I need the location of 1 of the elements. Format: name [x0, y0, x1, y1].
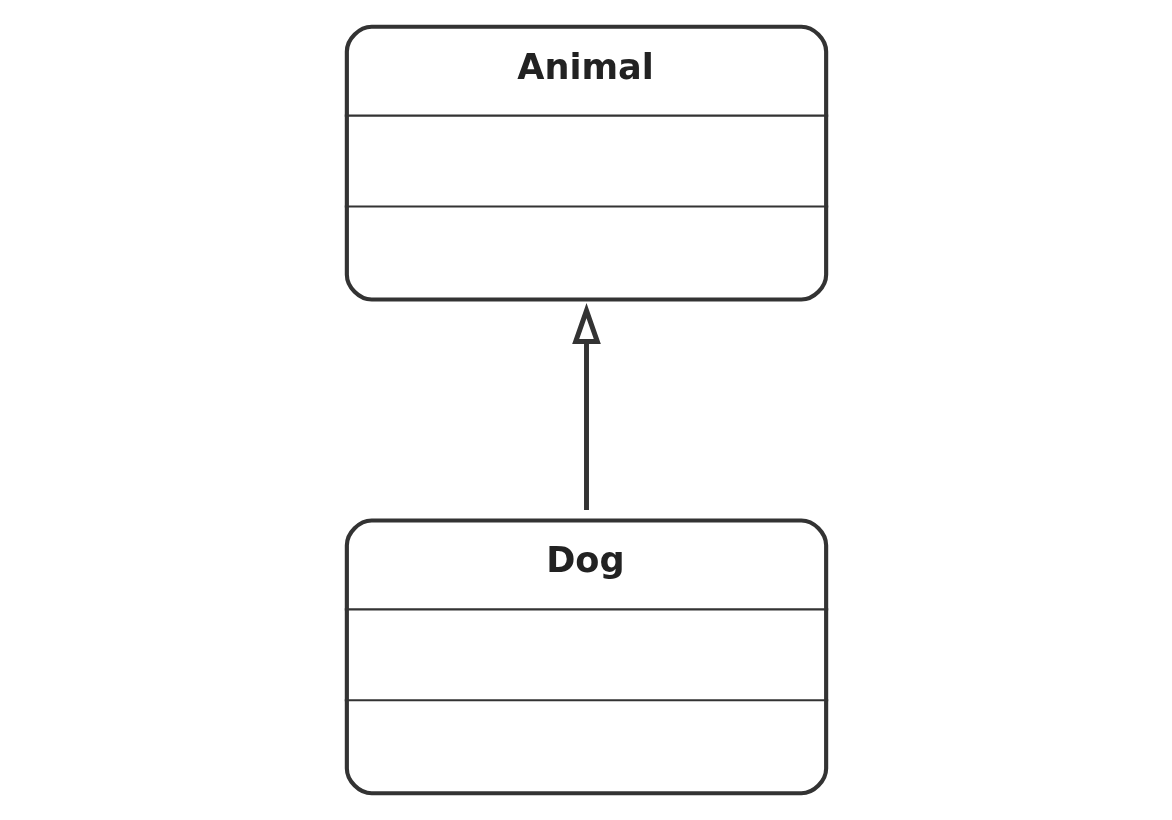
- arrow: [571, 303, 601, 510]
